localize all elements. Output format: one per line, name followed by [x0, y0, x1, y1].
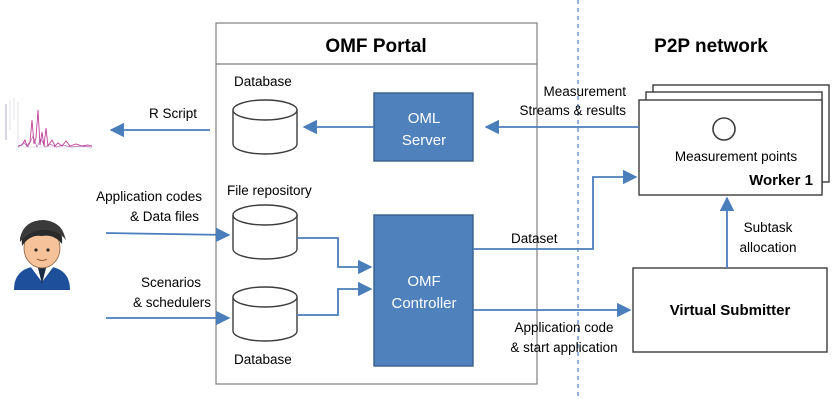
virtual-submitter-label: Virtual Submitter	[670, 302, 791, 319]
user-avatar-icon	[14, 220, 70, 290]
database-top-icon	[232, 99, 298, 155]
omf-controller-label-line1: OMF	[407, 273, 440, 290]
measurement-label-line2: Streams & results	[519, 103, 626, 118]
application-codes-label-line1: Application codes	[96, 189, 202, 204]
app-code-start-label-line2: & start application	[510, 340, 617, 355]
app-code-start-label-line1: Application code	[514, 320, 613, 335]
subtask-label-line1: Subtask	[744, 220, 793, 235]
p2p-network-title: P2P network	[654, 36, 768, 57]
worker-box-front	[638, 99, 823, 196]
dataset-label: Dataset	[511, 231, 558, 246]
file-repository-icon	[232, 204, 298, 260]
omf-portal-title: OMF Portal	[325, 36, 426, 57]
measurement-label-line1: Measurement	[543, 84, 626, 99]
measurement-point-icon	[712, 117, 736, 141]
omf-controller-label-line2: Controller	[391, 295, 456, 312]
application-codes-label-line2: & Data files	[130, 209, 199, 224]
subtask-label-line2: allocation	[739, 240, 796, 255]
arrow-application-codes	[105, 227, 231, 242]
arrow-file-repo-to-controller	[297, 237, 373, 275]
database-bottom-label: Database	[234, 352, 292, 367]
database-top-label: Database	[234, 74, 292, 89]
measurement-points-label: Measurement points	[675, 149, 798, 164]
oml-server-box	[373, 92, 474, 162]
chart-thumbnail-icon	[5, 97, 95, 152]
oml-server-label-line1: OML	[408, 110, 441, 127]
r-script-label: R Script	[149, 106, 197, 121]
file-repository-label: File repository	[227, 183, 312, 198]
worker-label: Worker 1	[749, 172, 813, 189]
scenarios-label-line1: Scenarios	[141, 275, 201, 290]
oml-server-label-line2: Server	[402, 132, 446, 149]
edge-arrows	[105, 119, 735, 326]
arrow-dataset-to-worker	[473, 169, 638, 250]
virtual-submitter-box	[632, 267, 828, 353]
omf-controller-box	[373, 214, 474, 367]
arrow-database-to-controller	[297, 281, 373, 316]
database-bottom-icon	[232, 286, 298, 342]
scenarios-label-line2: & schedulers	[133, 295, 211, 310]
